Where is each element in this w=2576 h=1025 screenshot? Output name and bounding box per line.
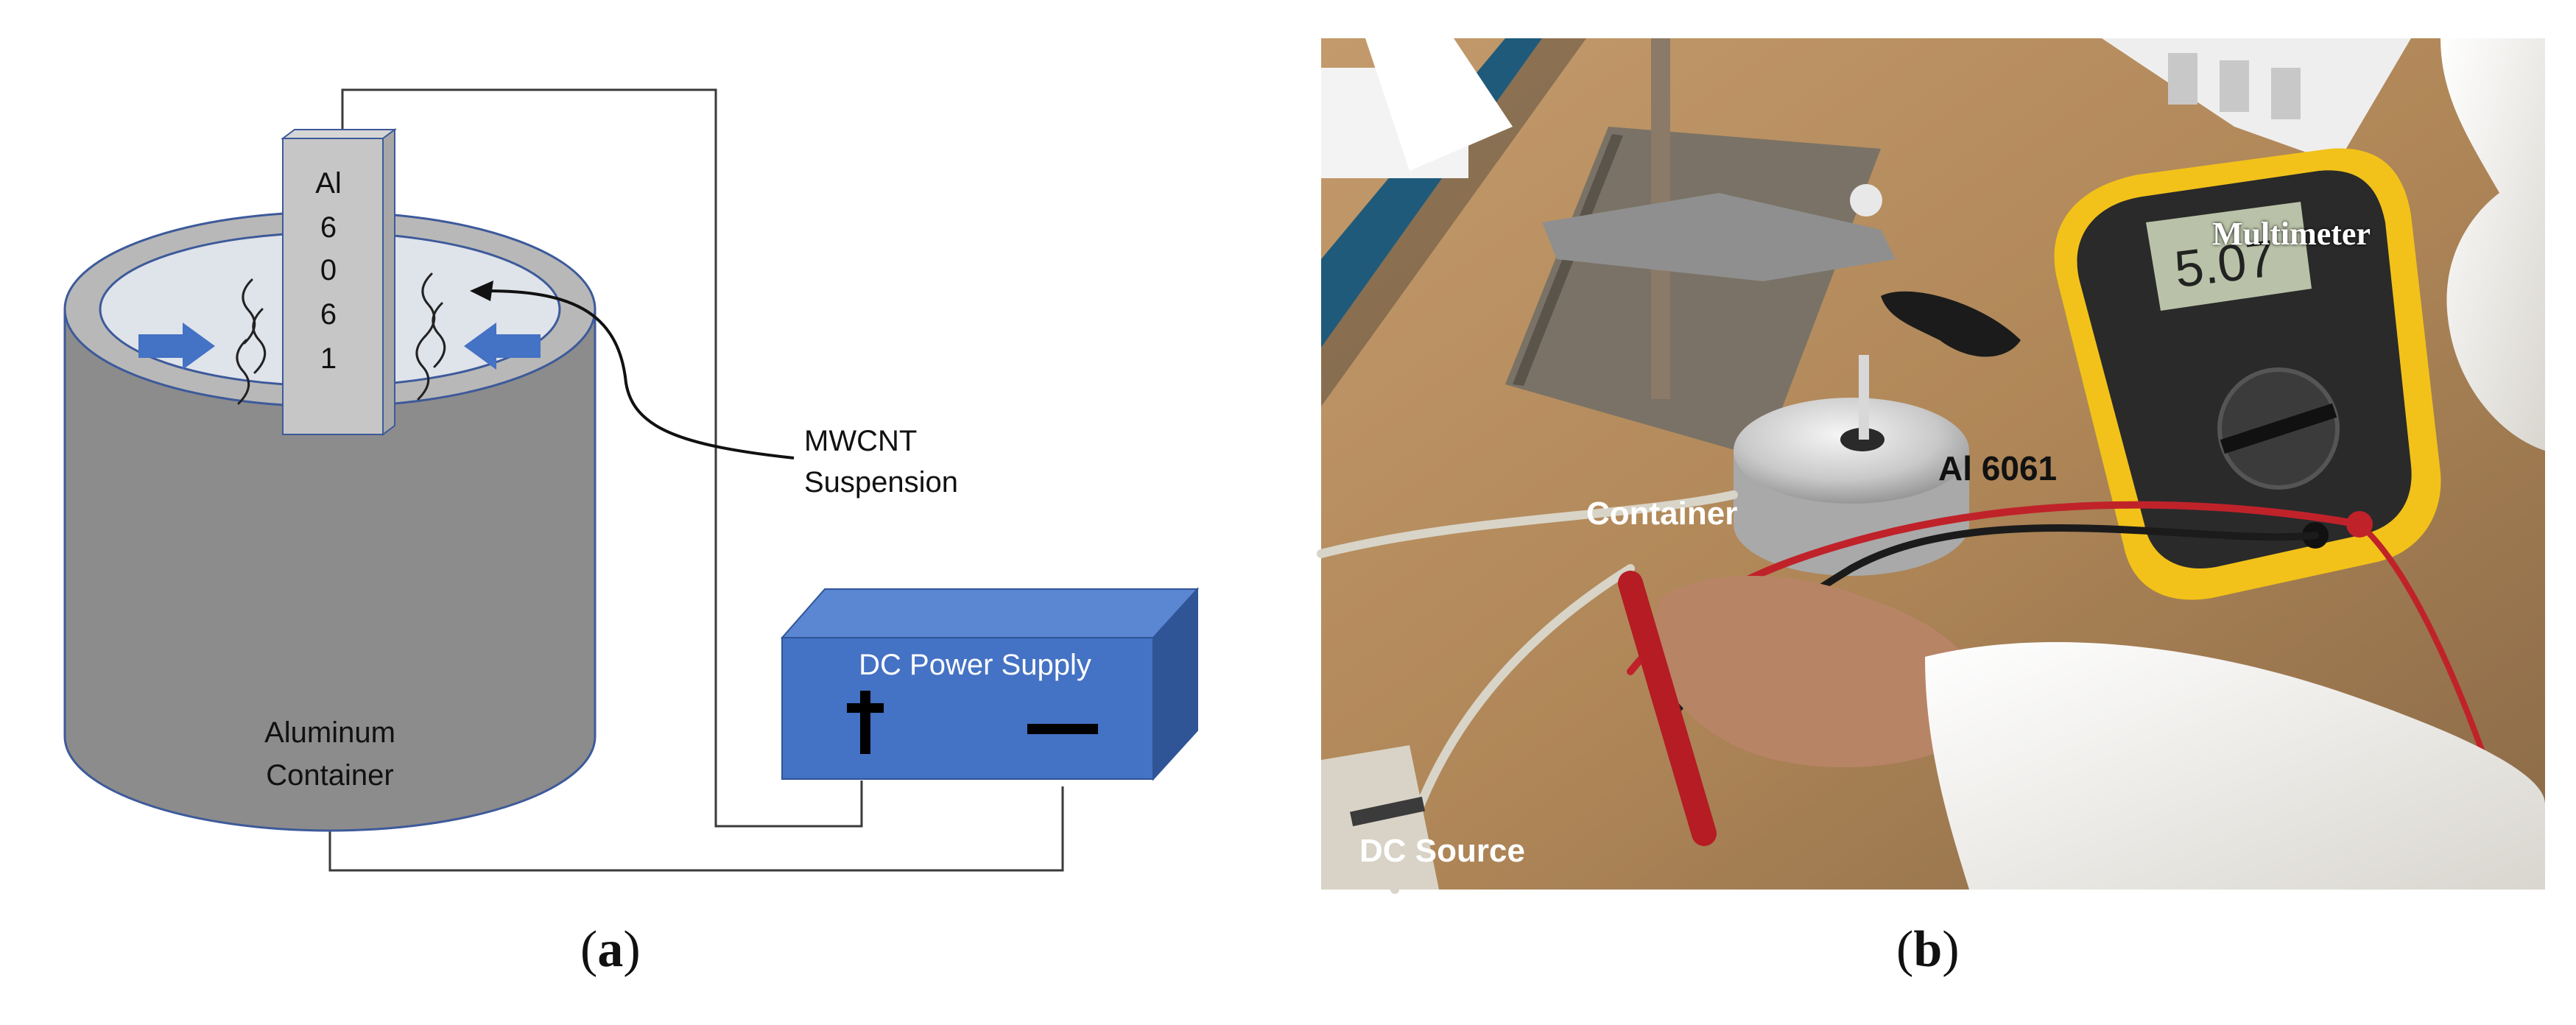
electrode-char-4: 6 bbox=[320, 298, 337, 331]
electrode-char-1: Al bbox=[315, 167, 342, 200]
plus-terminal-icon bbox=[847, 691, 884, 754]
electrode-top bbox=[281, 129, 397, 139]
aluminum-container bbox=[63, 211, 597, 832]
dc-power-supply: DC Power Supply bbox=[780, 587, 1200, 781]
schematic-diagram: Al 6 0 6 1 MWCNT Suspension Aluminu bbox=[63, 88, 1200, 872]
red-probe bbox=[1618, 571, 1717, 846]
caption-a-letter: a bbox=[597, 921, 624, 978]
wire-container-to-minus bbox=[328, 786, 1064, 872]
panel-a-schematic: Al 6 0 6 1 MWCNT Suspension Aluminu bbox=[0, 0, 1252, 1025]
setup-photo: 5.07 Multimeter Al bbox=[1317, 38, 2545, 894]
suspension-label-line1: MWCNT bbox=[804, 425, 917, 457]
power-supply-label: DC Power Supply bbox=[859, 649, 1091, 681]
electrode-char-3: 0 bbox=[320, 254, 337, 286]
caption-b-letter: b bbox=[1913, 921, 1943, 978]
hand bbox=[1645, 576, 1984, 767]
inflow-arrows bbox=[138, 323, 541, 370]
arrow-left-icon bbox=[464, 323, 541, 370]
container-label-line1: Aluminum bbox=[264, 716, 395, 749]
minus-terminal-icon bbox=[1027, 724, 1098, 734]
caption-b: (b) bbox=[1896, 920, 1960, 979]
multimeter-reading: 5.07 bbox=[2172, 229, 2278, 298]
electrode-char-2: 6 bbox=[320, 211, 337, 244]
caption-a: (a) bbox=[580, 920, 641, 979]
panel-b-photo: 5.07 Multimeter Al bbox=[1252, 0, 2576, 1025]
clamp bbox=[1542, 193, 1896, 281]
label-dc-source: DC Source bbox=[1359, 833, 1525, 869]
label-al6061: Al 6061 bbox=[1938, 449, 2057, 487]
lab-coat-upper bbox=[2440, 38, 2545, 451]
container-label-line2: Container bbox=[266, 759, 393, 792]
lab-coat-lower bbox=[1925, 642, 2545, 890]
label-multimeter: Multimeter bbox=[2212, 216, 2371, 252]
caption-b-close: ) bbox=[1942, 921, 1960, 978]
label-container: Container bbox=[1586, 496, 1737, 532]
caption-a-open: ( bbox=[580, 921, 598, 978]
arrow-right-icon bbox=[138, 323, 215, 370]
caption-b-open: ( bbox=[1896, 921, 1914, 978]
suspension-label-line2: Suspension bbox=[804, 466, 958, 499]
mwcnt-squiggles bbox=[236, 272, 446, 405]
circuit-wires bbox=[328, 88, 1064, 872]
suspension-pointer bbox=[470, 281, 795, 459]
electrode-face bbox=[282, 138, 384, 435]
power-supply-front bbox=[781, 637, 1154, 780]
electrode-char-5: 1 bbox=[320, 342, 337, 375]
black-clip bbox=[1881, 291, 2021, 357]
multimeter: 5.07 bbox=[2054, 148, 2441, 600]
container-side bbox=[63, 308, 597, 832]
electrode-side bbox=[382, 128, 395, 436]
multimeter-display bbox=[2146, 202, 2312, 311]
wire-electrode-to-plus bbox=[341, 88, 863, 828]
power-supply-top bbox=[780, 588, 1200, 638]
al6061-electrode: Al 6 0 6 1 bbox=[281, 128, 397, 436]
caption-a-close: ) bbox=[623, 921, 641, 978]
pointer-arrowhead-icon bbox=[470, 281, 493, 301]
